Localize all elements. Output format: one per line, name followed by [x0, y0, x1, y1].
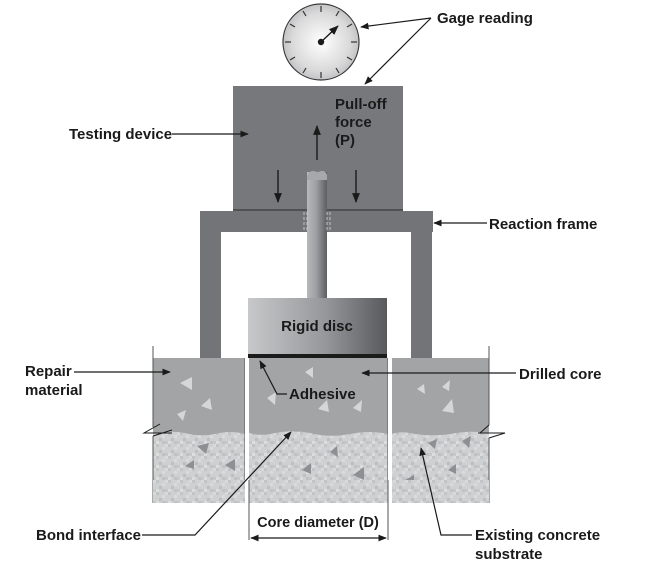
- gage-reading-label: Gage reading: [437, 10, 533, 27]
- rod-guide-dashes: [303, 212, 331, 232]
- aggregate-dark: [185, 436, 471, 485]
- gauge-needle: [320, 25, 339, 43]
- gage-leader-1: [360, 17, 432, 30]
- drilled-core-label: Drilled core: [519, 366, 602, 383]
- adhesive-leader: [259, 360, 287, 395]
- rigid-disc: [248, 298, 387, 354]
- existing-concrete-label-2: substrate: [475, 546, 543, 563]
- aggregate-light: [177, 367, 454, 421]
- substrate-lower-right: [392, 480, 489, 503]
- core-cut-left: [245, 358, 249, 480]
- gauge-pivot: [317, 38, 325, 46]
- rod-top: [307, 170, 327, 180]
- drilled-core-body: [249, 358, 388, 436]
- substrate-lower-core: [249, 480, 388, 503]
- repair-material-label-1: Repair: [25, 363, 72, 380]
- adhesive-label: Adhesive: [289, 386, 356, 403]
- repair-material-layer: [153, 358, 489, 436]
- gauge-ticks: [285, 6, 357, 78]
- adhesive-layer: [248, 354, 387, 358]
- break-mark-right: [478, 424, 506, 439]
- bond-interface-leader: [142, 431, 292, 536]
- existing-concrete-leader: [419, 447, 472, 536]
- gage-leader-2: [364, 17, 432, 85]
- existing-concrete-label-1: Existing concrete: [475, 527, 600, 544]
- pressure-gauge: [282, 3, 360, 81]
- rigid-disc-label: Rigid disc: [281, 318, 353, 335]
- pull-off-force-label-3: (P): [335, 132, 355, 149]
- pull-rod: [307, 172, 327, 298]
- break-mark-left: [142, 423, 173, 437]
- pull-off-force-label-2: force: [335, 114, 372, 131]
- core-diameter-label: Core diameter (D): [257, 515, 379, 531]
- bond-interface-label: Bond interface: [36, 527, 141, 544]
- core-cut-right: [388, 358, 392, 480]
- existing-concrete-substrate: [153, 430, 489, 480]
- reaction-frame-label: Reaction frame: [489, 216, 597, 233]
- repair-material-label-2: material: [25, 382, 83, 399]
- substrate-lower-left: [153, 480, 245, 503]
- testing-device-label: Testing device: [69, 126, 172, 143]
- pull-off-force-label-1: Pull-off: [335, 96, 388, 113]
